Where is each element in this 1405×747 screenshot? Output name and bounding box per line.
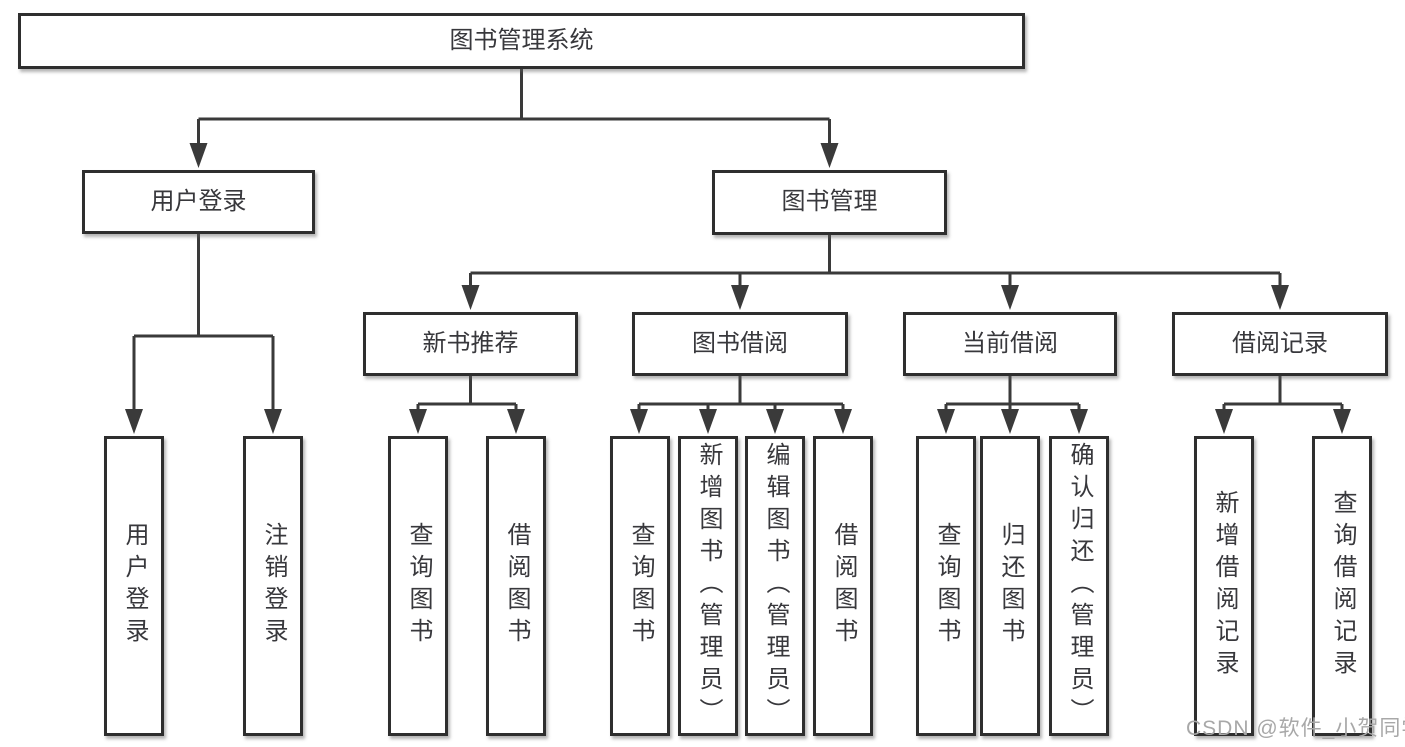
leaf-edit-books-admin-label: 编辑图书（管理员） [762, 442, 789, 730]
leaf-query-books-current: 查询图书 [916, 436, 976, 736]
leaf-borrow-books-recommend: 借阅图书 [486, 436, 546, 736]
leaf-confirm-return-admin-label: 确认归还（管理员） [1066, 442, 1093, 730]
node-user-login: 用户登录 [82, 170, 315, 234]
leaf-return-books: 归还图书 [980, 436, 1040, 736]
node-borrowing-records-label: 借阅记录 [1232, 329, 1328, 357]
watermark: CSDN @软件_小贺同学 [1186, 717, 1405, 740]
node-user-login-label: 用户登录 [150, 187, 247, 215]
leaf-borrow-books-label: 借阅图书 [830, 522, 857, 650]
node-book-borrowing: 图书借阅 [632, 312, 848, 376]
leaf-query-books-borrowing: 查询图书 [610, 436, 670, 736]
leaf-borrow-books: 借阅图书 [813, 436, 873, 736]
node-book-management-label: 图书管理 [781, 188, 878, 216]
leaf-query-books-recommend-label: 查询图书 [405, 522, 432, 650]
leaf-borrow-books-recommend-label: 借阅图书 [503, 522, 530, 650]
leaf-query-books-borrowing-label: 查询图书 [627, 522, 654, 650]
node-library-system: 图书管理系统 [18, 13, 1025, 69]
node-book-borrowing-label: 图书借阅 [692, 329, 788, 357]
leaf-query-books-current-label: 查询图书 [933, 522, 960, 650]
leaf-query-books-recommend: 查询图书 [388, 436, 448, 736]
leaf-return-books-label: 归还图书 [997, 522, 1024, 650]
leaf-user-login-label: 用户登录 [121, 522, 148, 650]
node-borrowing-records: 借阅记录 [1172, 312, 1388, 376]
leaf-query-borrow-record-label: 查询借阅记录 [1329, 490, 1356, 682]
leaf-logout-label: 注销登录 [260, 522, 287, 650]
leaf-add-borrow-record: 新增借阅记录 [1194, 436, 1254, 736]
node-book-management: 图书管理 [712, 170, 947, 235]
leaf-query-borrow-record: 查询借阅记录 [1312, 436, 1372, 736]
leaf-logout: 注销登录 [243, 436, 303, 736]
node-new-book-recommend: 新书推荐 [363, 312, 578, 376]
node-current-borrowing: 当前借阅 [903, 312, 1117, 376]
node-library-system-label: 图书管理系统 [449, 26, 594, 54]
node-new-book-recommend-label: 新书推荐 [422, 329, 519, 357]
leaf-add-books-admin: 新增图书（管理员） [678, 436, 738, 736]
leaf-user-login: 用户登录 [104, 436, 164, 736]
leaf-add-books-admin-label: 新增图书（管理员） [695, 442, 722, 730]
node-current-borrowing-label: 当前借阅 [962, 329, 1058, 357]
leaf-edit-books-admin: 编辑图书（管理员） [745, 436, 805, 736]
leaf-confirm-return-admin: 确认归还（管理员） [1049, 436, 1109, 736]
leaf-add-borrow-record-label: 新增借阅记录 [1211, 490, 1238, 682]
